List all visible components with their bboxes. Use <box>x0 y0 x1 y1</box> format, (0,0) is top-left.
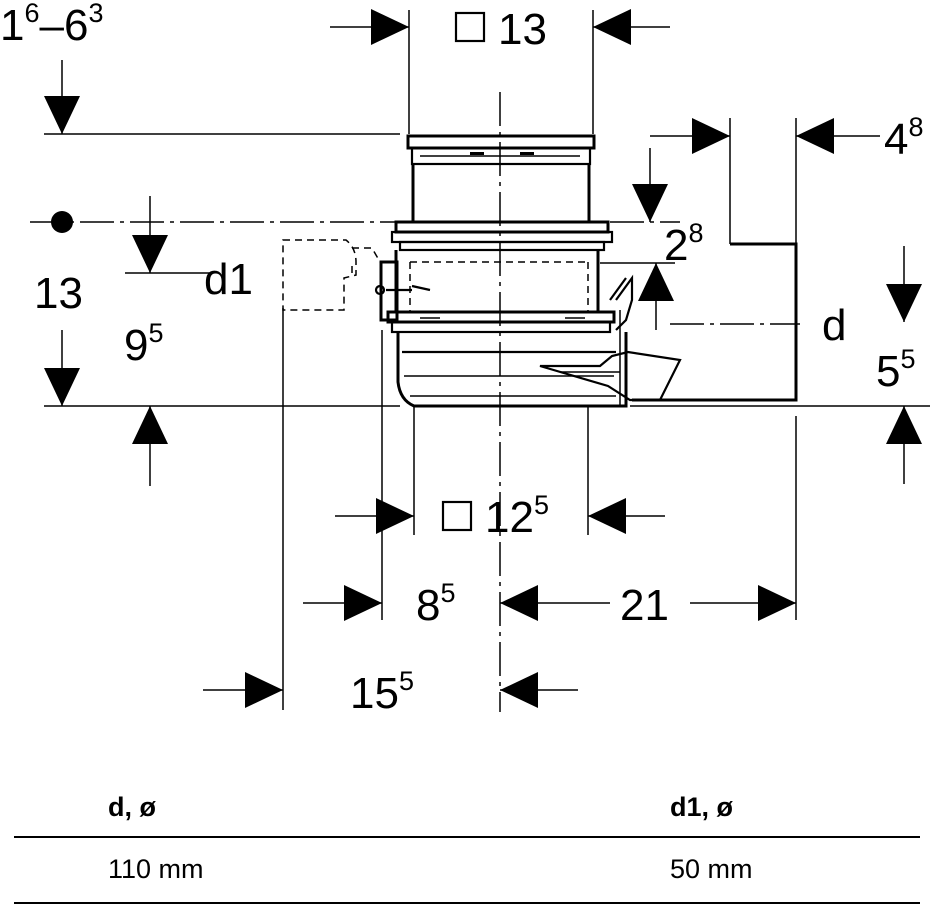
dim-top-width: 13 <box>498 5 547 54</box>
arrow-right-icon <box>344 585 382 621</box>
arrow-right-icon <box>758 585 796 621</box>
dim-bottom-width: 125 <box>485 490 549 542</box>
arrow-left-icon <box>588 498 626 534</box>
center-lines <box>30 92 800 712</box>
dimension-labels: 13 16–63 48 28 13 d1 95 d 55 125 85 21 1… <box>0 0 924 718</box>
table-header-d: d, ø <box>108 792 156 822</box>
table-cell-d: 110 mm <box>108 854 204 884</box>
square-symbol-icon <box>441 500 473 532</box>
table-cell-d1: 50 mm <box>670 854 753 884</box>
arrow-right-icon <box>245 672 283 708</box>
arrow-down-icon <box>632 184 668 222</box>
dim-d1-label: d1 <box>204 255 253 304</box>
arrow-down-icon <box>44 368 80 406</box>
d1-inlet-outline <box>282 239 381 311</box>
table-row: 110 mm 50 mm <box>14 838 920 904</box>
drain-body <box>374 134 798 408</box>
arrow-left-icon <box>500 672 538 708</box>
dimension-table: d, ø d1, ø 110 mm 50 mm <box>14 780 920 904</box>
dim-d-height: 55 <box>876 344 916 396</box>
arrow-up-icon <box>886 406 922 444</box>
table-header-row: d, ø d1, ø <box>14 780 920 838</box>
arrow-left-icon <box>593 9 631 45</box>
dimension-lines <box>61 26 905 691</box>
dim-d1-height: 95 <box>124 318 164 370</box>
dim-left-offset: 85 <box>416 578 456 630</box>
dim-right-offset: 21 <box>620 581 669 630</box>
table-header-d1: d1, ø <box>670 792 734 822</box>
arrow-up-icon <box>132 406 168 444</box>
square-symbol-icon <box>454 11 486 43</box>
arrow-down-icon <box>132 235 168 273</box>
axis-point-icon <box>51 211 73 233</box>
dim-d-label: d <box>822 301 846 350</box>
arrow-left-icon <box>796 118 834 154</box>
arrow-up-icon <box>638 263 674 301</box>
dim-wall-offset: 48 <box>884 112 924 164</box>
dimension-arrows <box>44 9 922 708</box>
arrow-down-icon <box>44 96 80 134</box>
arrow-down-icon <box>886 284 922 322</box>
technical-drawing: 13 16–63 48 28 13 d1 95 d 55 125 85 21 1… <box>0 0 930 718</box>
dim-total-left: 155 <box>350 666 414 718</box>
dim-step: 28 <box>664 218 704 270</box>
arrow-right-icon <box>371 9 409 45</box>
arrow-right-icon <box>692 118 730 154</box>
dim-axis-height: 13 <box>34 269 83 318</box>
extension-lines <box>44 10 930 710</box>
arrow-right-icon <box>376 498 414 534</box>
dim-height-adjust: 16–63 <box>0 0 104 50</box>
arrow-left-icon <box>500 585 538 621</box>
